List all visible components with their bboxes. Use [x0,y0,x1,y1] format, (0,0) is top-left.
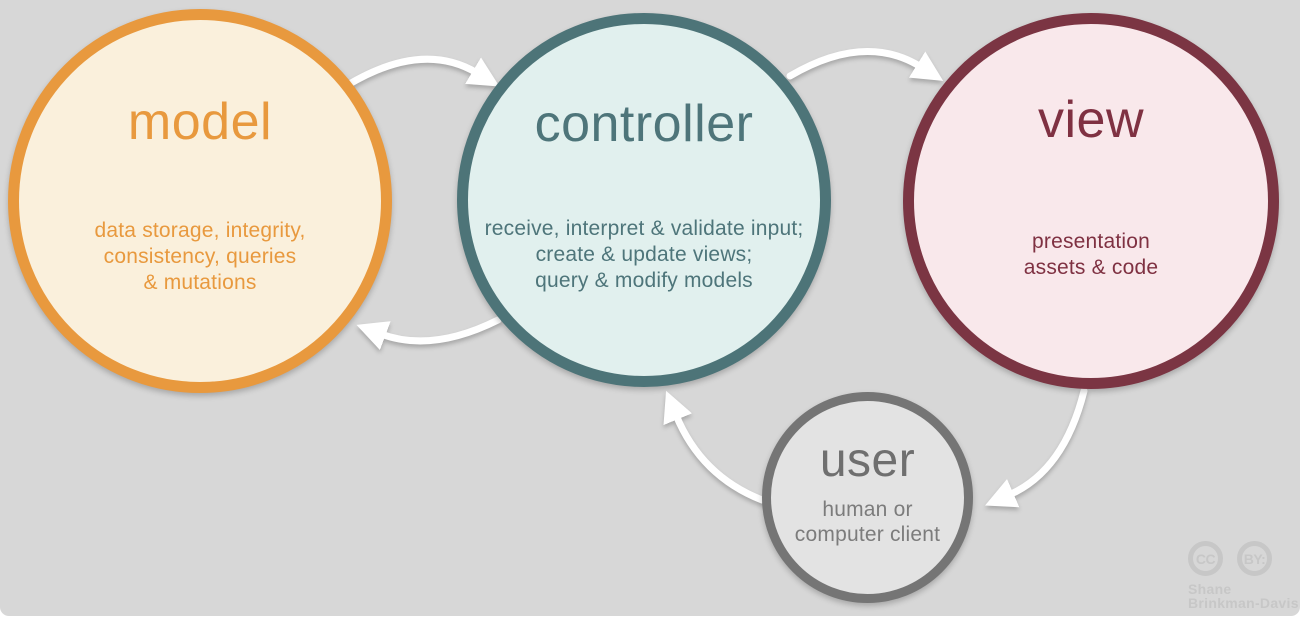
controller-node: controller receive, interpret & validate… [457,13,831,387]
license-block: CC BY: Shane Brinkman-Davis [1188,541,1299,611]
controller-title: controller [534,95,754,153]
controller-description-line: receive, interpret & validate input; [484,217,804,240]
attribution: Shane Brinkman-Davis [1188,581,1299,611]
attribution-line: Shane [1188,581,1232,597]
controller-description: receive, interpret & validate input; cre… [468,216,820,294]
view-description-line: assets & code [1023,256,1159,279]
user-description: human or computer client [771,497,964,547]
model-description-line: consistency, queries [103,245,297,268]
view-title: view [1037,91,1145,149]
model-node: model data storage, integrity, consisten… [8,9,392,393]
model-description-line: data storage, integrity, [94,219,306,242]
cc-by-icon: BY: [1237,541,1272,576]
model-title: model [127,93,273,151]
user-description-line: computer client [794,523,941,546]
license-badges: CC BY: [1188,541,1293,576]
model-description-line: & mutations [143,271,257,294]
user-title: user [819,434,916,487]
cc-icon: CC [1188,541,1223,576]
user-description-line: human or [822,498,913,521]
view-node: view presentation assets & code [903,13,1279,389]
user-node: user human or computer client [762,392,973,603]
controller-description-line: query & modify models [535,269,753,292]
attribution-line: Brinkman-Davis [1188,595,1299,611]
model-description: data storage, integrity, consistency, qu… [19,218,381,296]
view-description-line: presentation [1032,230,1150,253]
view-description: presentation assets & code [914,229,1268,281]
controller-description-line: create & update views; [535,243,753,266]
